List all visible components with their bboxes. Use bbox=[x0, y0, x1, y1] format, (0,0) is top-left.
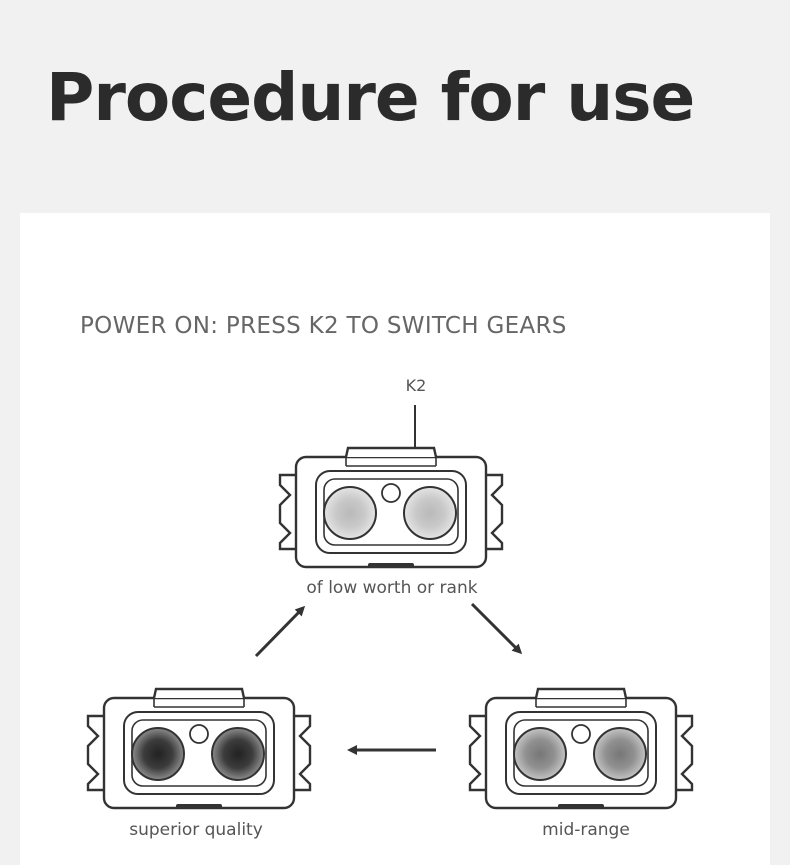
lamp-left-lens-low bbox=[323, 486, 377, 540]
arrow-high-to-low bbox=[254, 605, 306, 658]
k2-button-label: K2 bbox=[406, 376, 427, 395]
page-title: Procedure for use bbox=[46, 59, 695, 136]
headlamp-mid bbox=[468, 687, 694, 811]
headlamp-low bbox=[278, 405, 504, 570]
lamp-right-lens-high bbox=[211, 727, 265, 781]
headlamp-high bbox=[86, 687, 312, 811]
lamp-left-lens-mid bbox=[513, 727, 567, 781]
lamp-left-lens-high bbox=[131, 727, 185, 781]
gear-diagram: POWER ON: PRESS K2 TO SWITCH GEARS K2 of… bbox=[80, 313, 694, 840]
mode-low-label: of low worth or rank bbox=[306, 578, 477, 598]
lamp-right-lens-mid bbox=[593, 727, 647, 781]
arrow-low-to-mid bbox=[470, 602, 523, 655]
mode-high-label: superior quality bbox=[129, 820, 263, 840]
mode-mid-label: mid-range bbox=[542, 820, 630, 840]
diagram-card: POWER ON: PRESS K2 TO SWITCH GEARS K2 of… bbox=[20, 213, 770, 865]
lamp-right-lens-low bbox=[403, 486, 457, 540]
instruction-text: POWER ON: PRESS K2 TO SWITCH GEARS bbox=[80, 313, 567, 339]
